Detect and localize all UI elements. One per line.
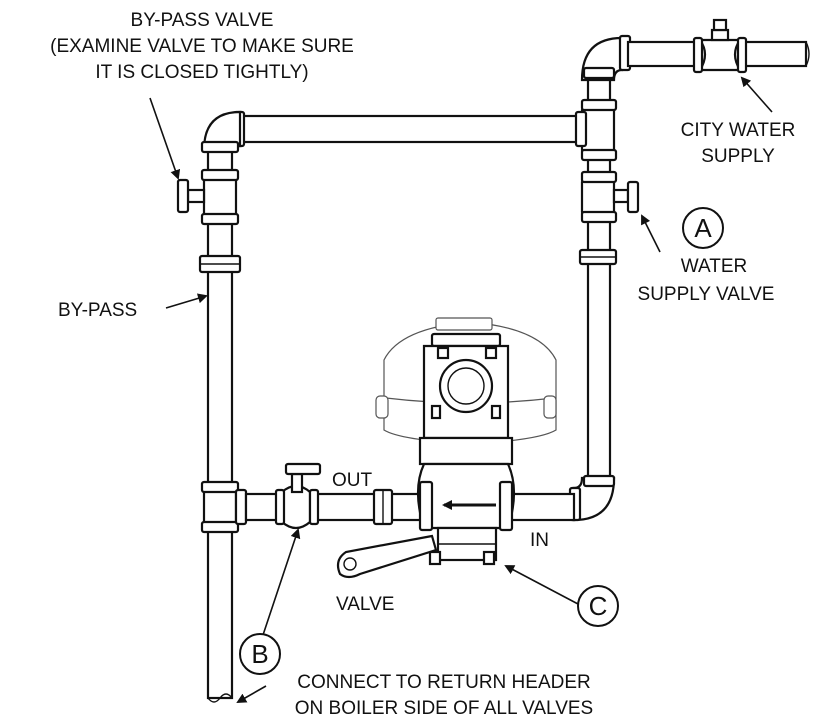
label-bypass-valve: BY-PASS VALVE (EXAMINE VALVE TO MAKE SUR…: [50, 10, 354, 83]
water-supply-valve-line-2: SUPPLY VALVE: [638, 284, 775, 305]
bypass-pipe: [176, 110, 248, 703]
supply-riser: [568, 34, 640, 522]
inlet-line: [506, 492, 576, 522]
label-out: OUT: [332, 470, 373, 491]
water-supply-valve-line-1: WATER: [681, 256, 748, 277]
label-bypass: BY-PASS: [58, 300, 137, 321]
top-crossover-pipe: [232, 110, 588, 148]
connect-line-2: ON BOILER SIDE OF ALL VALVES: [295, 698, 593, 719]
leader-lines: [149, 76, 773, 703]
bypass-valve-line-1: BY-PASS VALVE: [131, 10, 274, 31]
callout-a-letter: A: [694, 213, 712, 243]
label-city-water: CITY WATER SUPPLY: [681, 120, 796, 167]
meter-body: [336, 332, 516, 579]
callout-b-letter: B: [251, 639, 268, 669]
callout-b: B: [239, 633, 281, 675]
connect-line-1: CONNECT TO RETURN HEADER: [297, 672, 590, 693]
city-water-line-2: SUPPLY: [701, 146, 775, 167]
label-in: IN: [530, 530, 549, 551]
bypass-valve-line-2: (EXAMINE VALVE TO MAKE SURE: [50, 36, 354, 57]
label-connect: CONNECT TO RETURN HEADER ON BOILER SIDE …: [295, 672, 593, 719]
label-water-supply-valve: WATER SUPPLY VALVE: [638, 256, 775, 305]
callout-c-letter: C: [589, 591, 608, 621]
city-supply-line: [626, 18, 810, 74]
callout-c: C: [577, 585, 619, 627]
city-water-line-1: CITY WATER: [681, 120, 796, 141]
bypass-valve-line-3: IT IS CLOSED TIGHTLY): [95, 62, 308, 83]
callout-a: A: [682, 207, 724, 249]
outlet-line: [244, 462, 432, 530]
label-valve: VALVE: [336, 594, 394, 615]
